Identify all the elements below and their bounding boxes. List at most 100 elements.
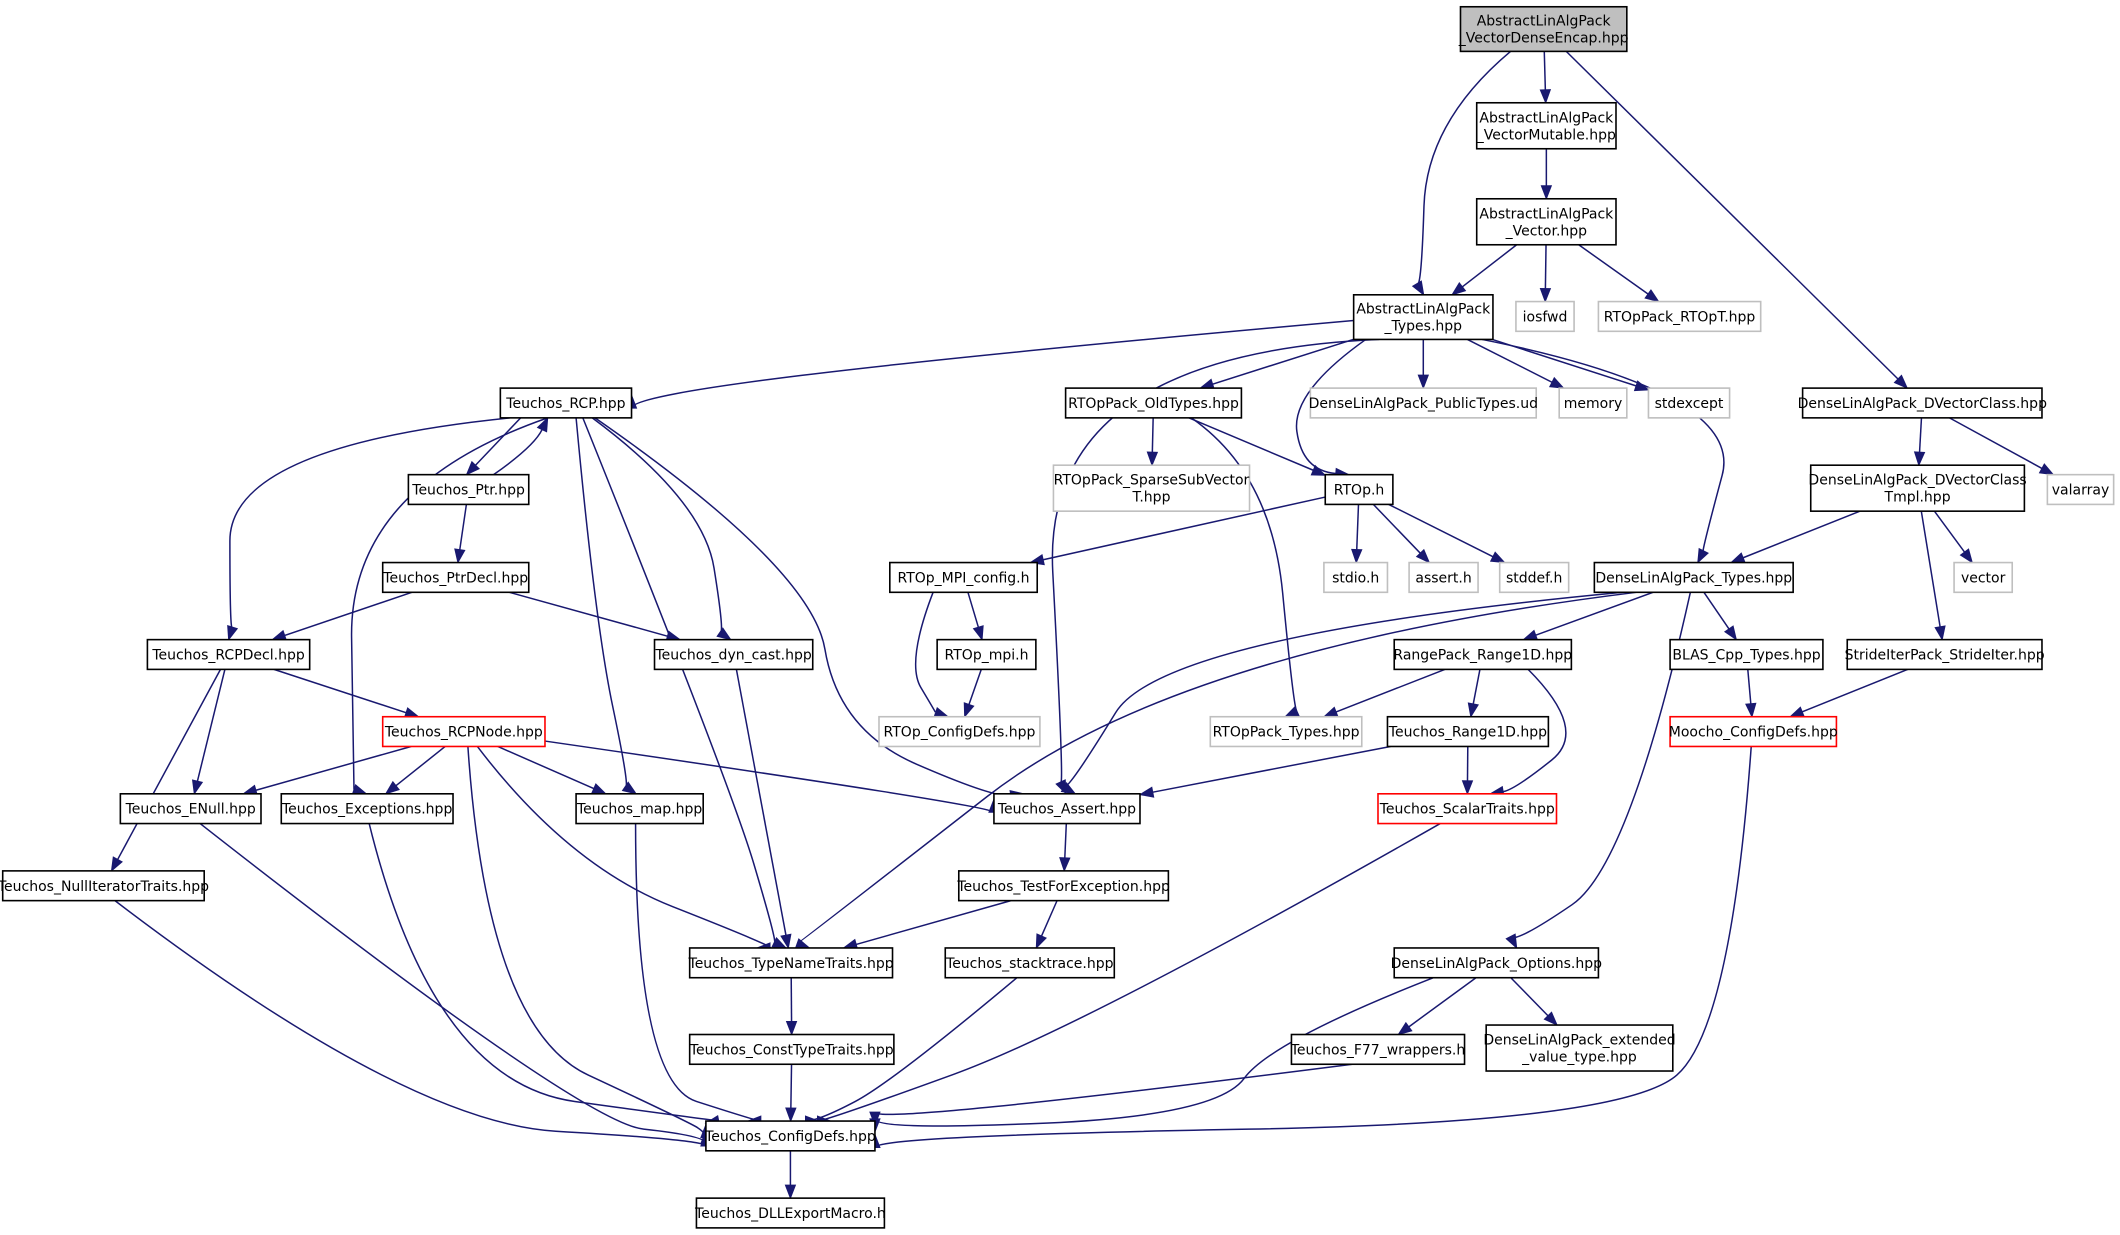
node-dyncast[interactable]: Teuchos_dyn_cast.hpp	[653, 638, 814, 671]
node-label: assert.h	[1415, 570, 1471, 586]
node-extended[interactable]: DenseLinAlgPack_extended_value_type.hpp	[1483, 1024, 1676, 1072]
node-rtoph[interactable]: RTOp.h	[1324, 473, 1394, 506]
edge-rcp-to-ptr	[465, 417, 522, 476]
node-label: Teuchos_ConstTypeTraits.hpp	[689, 1042, 894, 1058]
nodes-layer: AbstractLinAlgPack_VectorDenseEncap.hppA…	[0, 5, 2115, 1229]
node-box	[1290, 1033, 1466, 1066]
node-moocho[interactable]: Moocho_ConfigDefs.hpp	[1669, 715, 1838, 748]
node-typename[interactable]: Teuchos_TypeNameTraits.hpp	[688, 947, 894, 979]
node-rcp[interactable]: Teuchos_RCP.hpp	[499, 387, 633, 419]
node-label: DenseLinAlgPack_PublicTypes.ud	[1309, 396, 1538, 412]
node-box	[1475, 197, 1617, 246]
node-box	[1647, 387, 1731, 419]
edge-vmut-to-vec	[1540, 148, 1553, 201]
node-rtoptypes[interactable]: RTOpPack_Types.hpp	[1209, 715, 1363, 748]
node-box	[499, 387, 633, 419]
node-stdio[interactable]: stdio.h	[1323, 561, 1389, 594]
edge-types-to-pubtypes	[1417, 339, 1430, 390]
node-range1d[interactable]: Teuchos_Range1D.hpp	[1386, 715, 1550, 748]
node-label: AbstractLinAlgPack	[1477, 14, 1612, 30]
node-label: Teuchos_DLLExportMacro.h	[694, 1206, 886, 1222]
edge-dlatypes-to-typename	[794, 591, 1637, 949]
node-options[interactable]: DenseLinAlgPack_Options.hpp	[1391, 947, 1603, 979]
node-root[interactable]: AbstractLinAlgPack_VectorDenseEncap.hpp	[1458, 5, 1629, 53]
node-types[interactable]: AbstractLinAlgPack_Types.hpp	[1352, 294, 1494, 341]
node-ptrdecl[interactable]: Teuchos_PtrDecl.hpp	[381, 561, 530, 594]
node-rcpnode[interactable]: Teuchos_RCPNode.hpp	[381, 715, 546, 748]
node-asserth[interactable]: assert.h	[1408, 561, 1479, 594]
edge-exceptions-to-configdefs	[368, 823, 721, 1127]
node-vmut[interactable]: AbstractLinAlgPack_VectorMutable.hpp	[1476, 101, 1617, 150]
node-dvc[interactable]: DenseLinAlgPack_DVectorClass.hpp	[1798, 387, 2047, 419]
node-ptr[interactable]: Teuchos_Ptr.hpp	[407, 473, 530, 506]
node-label: iosfwd	[1523, 309, 1568, 325]
node-label: RTOpPack_Types.hpp	[1213, 725, 1360, 741]
node-vector[interactable]: vector	[1953, 561, 2014, 594]
edge-rtoph-to-stddef	[1388, 503, 1506, 564]
node-rcpdecl[interactable]: Teuchos_RCPDecl.hpp	[146, 638, 311, 671]
node-nulliter[interactable]: Teuchos_NullIteratorTraits.hpp	[0, 870, 209, 902]
edge-rcp-to-map	[575, 417, 638, 795]
edge-options-to-extended	[1510, 977, 1559, 1027]
node-label: Tmpl.hpp	[1884, 490, 1951, 506]
node-label: Teuchos_dyn_cast.hpp	[654, 648, 811, 664]
edge-dlatypes-to-assert	[1060, 591, 1623, 795]
edge-root-to-dvc	[1565, 50, 1909, 390]
node-memory[interactable]: memory	[1558, 387, 1628, 419]
node-stddef[interactable]: stddef.h	[1498, 561, 1570, 594]
node-f77[interactable]: Teuchos_F77_wrappers.h	[1290, 1033, 1466, 1066]
edge-range1d-to-assert	[1138, 745, 1391, 798]
node-strideiter[interactable]: StrideIterPack_StrideIter.hpp	[1845, 638, 2045, 671]
edge-rcpnode-to-typename	[476, 746, 772, 954]
node-label: Teuchos_RCPNode.hpp	[384, 725, 543, 741]
edge-types-to-memory	[1467, 338, 1565, 389]
node-stdexcept[interactable]: stdexcept	[1647, 387, 1731, 419]
node-box	[1393, 638, 1573, 671]
node-label: DenseLinAlgPack_DVectorClass	[1808, 473, 2026, 489]
node-enull[interactable]: Teuchos_ENull.hpp	[119, 793, 262, 825]
node-consttype[interactable]: Teuchos_ConstTypeTraits.hpp	[688, 1033, 895, 1066]
node-map[interactable]: Teuchos_map.hpp	[575, 793, 704, 825]
node-testexc[interactable]: Teuchos_TestForException.hpp	[956, 870, 1170, 902]
node-label: Teuchos_Assert.hpp	[997, 802, 1136, 818]
node-iosfwd[interactable]: iosfwd	[1515, 300, 1575, 333]
node-mpiconfig[interactable]: RTOp_MPI_config.h	[889, 561, 1039, 594]
node-assert[interactable]: Teuchos_Assert.hpp	[993, 793, 1141, 825]
node-valarray[interactable]: valarray	[2046, 473, 2115, 506]
node-box	[1669, 638, 1824, 671]
node-box	[381, 715, 546, 748]
node-exceptions[interactable]: Teuchos_Exceptions.hpp	[280, 793, 454, 825]
node-label: memory	[1564, 396, 1623, 412]
node-rtopt[interactable]: RTOpPack_RTOpT.hpp	[1597, 300, 1762, 333]
node-vec[interactable]: AbstractLinAlgPack_Vector.hpp	[1475, 197, 1617, 246]
node-label: Teuchos_RCP.hpp	[505, 396, 625, 412]
node-box	[688, 1033, 895, 1066]
node-box	[1064, 387, 1243, 419]
node-label: Teuchos_Exceptions.hpp	[281, 802, 452, 818]
node-label: Teuchos_TypeNameTraits.hpp	[688, 956, 894, 972]
node-box	[119, 793, 262, 825]
edge-types-to-rcp	[625, 319, 1354, 409]
node-range1dpack[interactable]: RangePack_Range1D.hpp	[1393, 638, 1573, 671]
edge-range1dpack-to-rtoptypes	[1322, 668, 1446, 718]
node-dlatypes[interactable]: DenseLinAlgPack_Types.hpp	[1593, 561, 1794, 594]
node-pubtypes[interactable]: DenseLinAlgPack_PublicTypes.ud	[1309, 387, 1538, 419]
edge-enull-to-configdefs	[199, 822, 712, 1144]
node-label: AbstractLinAlgPack	[1479, 206, 1614, 222]
node-dllexport[interactable]: Teuchos_DLLExportMacro.h	[694, 1197, 886, 1229]
node-rtopmpi[interactable]: RTOp_mpi.h	[936, 638, 1037, 671]
node-box	[1809, 464, 2026, 512]
node-label: stddef.h	[1506, 570, 1562, 586]
node-scalartraits[interactable]: Teuchos_ScalarTraits.hpp	[1377, 793, 1558, 825]
node-configdefs[interactable]: Teuchos_ConfigDefs.hpp	[704, 1120, 876, 1152]
node-oldtypes[interactable]: RTOpPack_OldTypes.hpp	[1064, 387, 1243, 419]
node-rtopconfig[interactable]: RTOp_ConfigDefs.hpp	[878, 715, 1041, 748]
node-blas[interactable]: BLAS_Cpp_Types.hpp	[1669, 638, 1824, 671]
node-label: RTOp_MPI_config.h	[898, 570, 1030, 586]
node-stacktrace[interactable]: Teuchos_stacktrace.hpp	[944, 947, 1116, 979]
node-box	[936, 638, 1037, 671]
node-label: _VectorMutable.hpp	[1476, 127, 1616, 143]
node-box	[878, 715, 1041, 748]
